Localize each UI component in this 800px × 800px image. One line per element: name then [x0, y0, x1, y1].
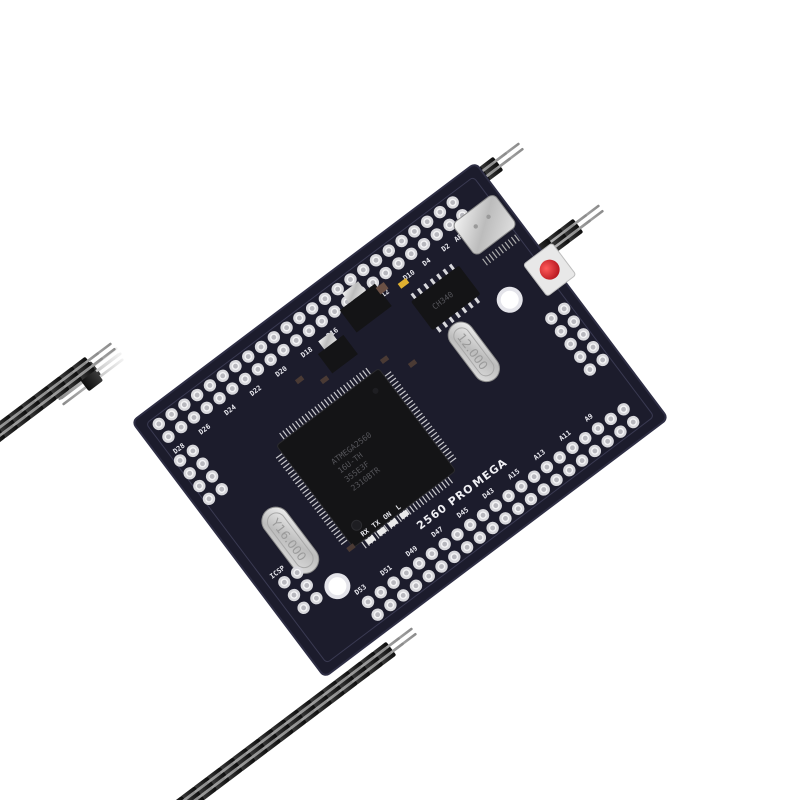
usb-c-connector — [453, 195, 520, 266]
led-label-on: ON — [382, 510, 394, 521]
voltage-regulator — [339, 281, 392, 333]
usb-serial-chip: CH340 — [410, 263, 481, 333]
crystal-16mhz: Y16.000 — [261, 506, 320, 574]
silk-label: D4 — [421, 256, 433, 267]
led-label-l: L — [394, 503, 402, 512]
pcb-board: D28 D26 D24 D22 D20 D18 D16 D14 D12 D10 … — [133, 164, 667, 676]
silk-label: A9 — [583, 412, 595, 423]
reset-button-cap — [539, 259, 560, 280]
smd-components — [294, 277, 418, 553]
long-header-bottom-right — [118, 624, 420, 800]
silk-label: D2 — [440, 242, 452, 253]
reset-button — [523, 243, 576, 296]
led-label-rx: RX — [359, 527, 371, 539]
mcu-chip: ATMEGA2560 16U-TH 355E3F 2310BTR — [275, 367, 457, 549]
voltage-regulator-2 — [317, 331, 358, 374]
led-label-tx: TX — [370, 518, 382, 530]
status-leds: RX TX ON L — [359, 503, 410, 545]
mounting-hole — [324, 286, 523, 600]
